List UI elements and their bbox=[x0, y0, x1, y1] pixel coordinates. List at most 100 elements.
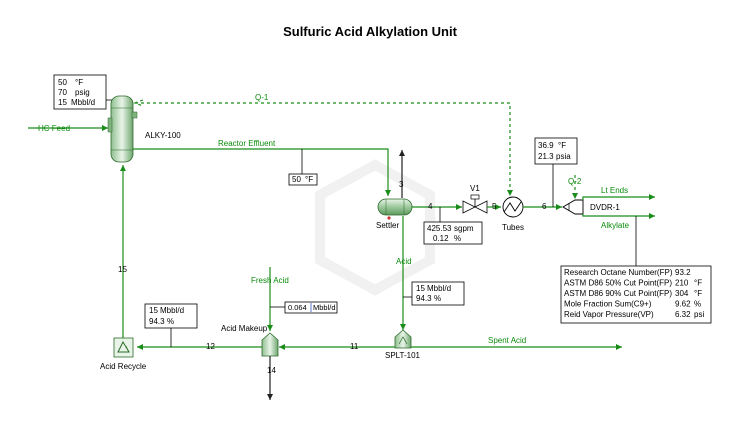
property-label: ASTM D86 50% Cut Point(FP) bbox=[564, 279, 672, 288]
acid-flow-unit: Mbbl/d bbox=[427, 284, 451, 293]
reactor-effluent-label: Reactor Effluent bbox=[218, 139, 276, 148]
recycle-flow-value: 15 bbox=[149, 306, 158, 315]
q2-label: Q-2 bbox=[568, 177, 582, 186]
feed-temp-value: 50 bbox=[58, 78, 67, 87]
stream-lt-ends[interactable]: Lt Ends bbox=[582, 186, 655, 200]
property-unit: psi bbox=[694, 310, 704, 319]
mixer-label: Acid Makeup bbox=[221, 324, 268, 333]
feed-pressure-value: 70 bbox=[58, 88, 67, 97]
column-conditions-box: 36.9 °F 21.3 psia bbox=[534, 137, 578, 165]
recycle-frac-value: 94.3 bbox=[149, 317, 165, 326]
fresh-acid-value: 0.064 bbox=[288, 303, 307, 312]
stream-14[interactable]: 14 bbox=[267, 356, 276, 400]
settler-flow-value: 425.53 bbox=[427, 224, 452, 233]
page-title: Sulfuric Acid Alkylation Unit bbox=[283, 24, 458, 39]
feed-conditions-box: 50 °F 70 psig 15 Mbbl/d bbox=[53, 74, 114, 110]
recycle-frac-unit: % bbox=[167, 317, 174, 326]
property-value: 6.32 bbox=[675, 310, 691, 319]
fresh-acid-label: Fresh Acid bbox=[251, 276, 289, 285]
settler-vessel[interactable]: Settler bbox=[376, 198, 413, 230]
property-unit: °F bbox=[694, 279, 702, 288]
property-value: 210 bbox=[675, 279, 689, 288]
stream-5-label: 5 bbox=[492, 202, 497, 211]
stream-3[interactable]: 3 bbox=[399, 150, 405, 198]
watermark-logo bbox=[315, 159, 435, 296]
stream-acid[interactable]: Acid bbox=[396, 216, 412, 330]
effluent-temp-value: 50 bbox=[292, 175, 301, 184]
reactor-alky-100[interactable]: ALKY-100 bbox=[107, 95, 181, 163]
column-temp-value: 36.9 bbox=[538, 141, 554, 150]
spent-acid-label: Spent Acid bbox=[488, 336, 526, 345]
stream-fresh-acid[interactable]: Fresh Acid bbox=[251, 267, 289, 331]
acid-frac-value: 94.3 bbox=[416, 294, 432, 303]
feed-pressure-unit: psig bbox=[75, 88, 90, 97]
property-row: Research Octane Number(FP)93.2 bbox=[564, 268, 691, 277]
fresh-acid-unit: Mbbl/d bbox=[313, 303, 336, 312]
stream-3-label: 3 bbox=[399, 180, 404, 189]
stream-14-label: 14 bbox=[267, 366, 276, 375]
exchanger-label: Tubes bbox=[502, 223, 524, 232]
splitter-splt-101[interactable]: SPLT-101 bbox=[385, 329, 421, 360]
acid-frac-unit: % bbox=[434, 294, 441, 303]
valve-v1[interactable]: V1 bbox=[462, 184, 488, 214]
recycle-flow-unit: Mbbl/d bbox=[160, 306, 184, 315]
q1-label: Q-1 bbox=[255, 93, 269, 102]
property-unit: % bbox=[694, 300, 701, 309]
stream-11[interactable]: 11 bbox=[279, 342, 395, 351]
effluent-temp-box: 50 °F bbox=[288, 173, 318, 186]
energy-stream-q2[interactable]: Q-2 bbox=[568, 175, 582, 199]
stream-reactor-effluent[interactable]: Reactor Effluent bbox=[133, 139, 391, 196]
stream-11-label: 11 bbox=[350, 342, 359, 351]
stream-hc-feed[interactable]: HC Feed bbox=[28, 124, 108, 133]
heat-exchanger-tubes[interactable]: Tubes bbox=[502, 196, 524, 232]
property-unit: °F bbox=[694, 289, 702, 298]
property-label: Mole Fraction Sum(C9+) bbox=[564, 300, 652, 309]
property-row: ASTM D86 90% Cut Point(FP)304 °F bbox=[564, 289, 702, 298]
column-label: DVDR-1 bbox=[590, 203, 620, 212]
property-row: ASTM D86 50% Cut Point(FP)210 °F bbox=[564, 279, 702, 288]
column-pressure-unit: psia bbox=[556, 152, 571, 161]
recycle-label: Acid Recycle bbox=[100, 362, 147, 371]
acid-label: Acid bbox=[396, 257, 412, 266]
acid-results-box: 15 Mbbl/d 94.3 % bbox=[411, 281, 465, 306]
stream-15-label: 15 bbox=[118, 265, 127, 274]
stream-4[interactable]: 4 bbox=[412, 202, 462, 222]
settler-label: Settler bbox=[376, 221, 399, 230]
stream-12[interactable]: 12 bbox=[137, 328, 262, 351]
column-dvdr-1[interactable]: DVDR-1 bbox=[562, 199, 620, 215]
stream-alkylate[interactable]: Alkylate bbox=[582, 213, 655, 266]
settler-frac-value: 0.12 bbox=[433, 234, 449, 243]
column-temp-unit: °F bbox=[558, 141, 566, 150]
stream-5[interactable]: 5 bbox=[487, 202, 501, 211]
mixer-acid-makeup[interactable]: Acid Makeup bbox=[221, 324, 279, 357]
hc-feed-label: HC Feed bbox=[38, 124, 70, 133]
reactor-label: ALKY-100 bbox=[145, 131, 181, 140]
property-label: Research Octane Number(FP) bbox=[564, 268, 673, 277]
lt-ends-label: Lt Ends bbox=[601, 186, 628, 195]
property-label: Reid Vapor Pressure(VP) bbox=[564, 310, 654, 319]
splitter-label: SPLT-101 bbox=[385, 351, 421, 360]
valve-label: V1 bbox=[470, 184, 480, 193]
stream-6[interactable]: 6 bbox=[523, 164, 562, 211]
feed-flow-unit: Mbbl/d bbox=[71, 98, 95, 107]
recycle-results-box: 15 Mbbl/d 94.3 % bbox=[144, 303, 198, 329]
property-row: Mole Fraction Sum(C9+) 9.62% bbox=[564, 300, 701, 309]
stream-4-label: 4 bbox=[428, 202, 433, 211]
settler-frac-unit: % bbox=[454, 234, 461, 243]
settler-results-box: 425.53 sgpm 0.12 % bbox=[423, 221, 483, 245]
property-value: 304 bbox=[675, 289, 689, 298]
feed-temp-unit: °F bbox=[75, 78, 83, 87]
property-value: 9.62 bbox=[675, 300, 691, 309]
recycle-block[interactable]: Acid Recycle bbox=[100, 337, 147, 371]
alkylate-label: Alkylate bbox=[601, 221, 630, 230]
stream-6-label: 6 bbox=[542, 202, 547, 211]
energy-stream-q1[interactable]: Q-1 bbox=[133, 93, 513, 196]
property-label: ASTM D86 90% Cut Point(FP) bbox=[564, 289, 672, 298]
stream-15[interactable]: 15 bbox=[118, 165, 127, 338]
stream-12-label: 12 bbox=[206, 342, 215, 351]
stream-spent-acid[interactable]: Spent Acid bbox=[411, 336, 622, 350]
